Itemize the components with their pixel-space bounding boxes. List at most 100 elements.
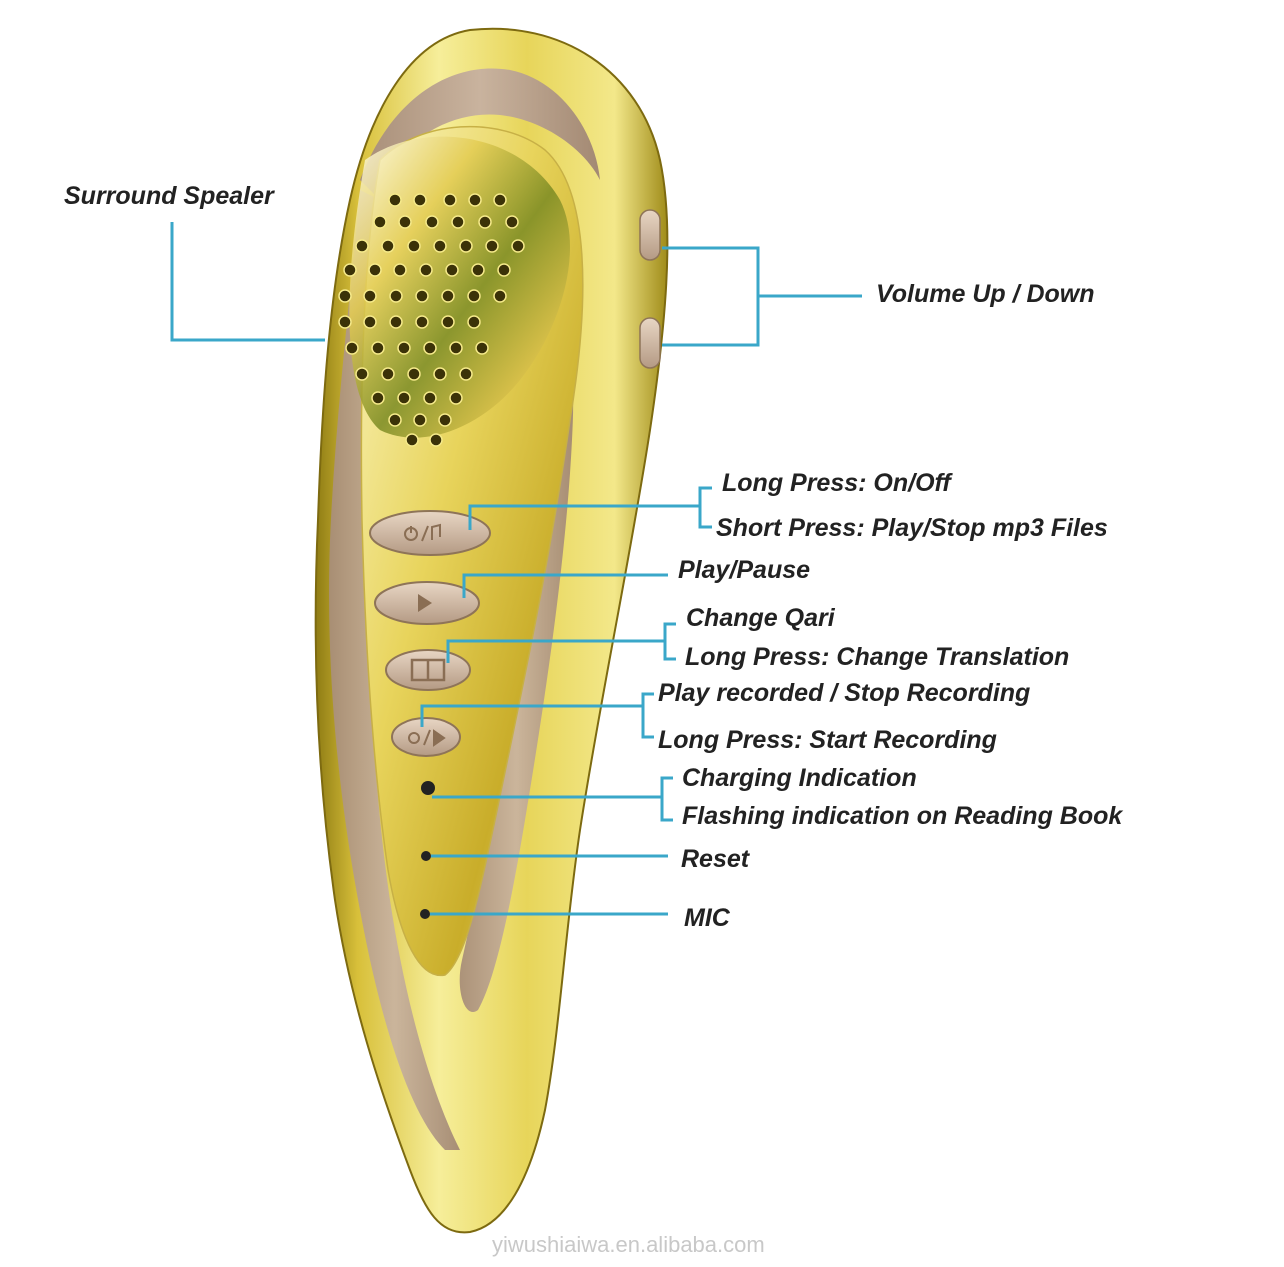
speaker-holes bbox=[338, 193, 525, 447]
play-button[interactable] bbox=[374, 581, 480, 625]
record-play-icon bbox=[408, 729, 446, 747]
watermark: yiwushiaiwa.en.alibaba.com bbox=[492, 1232, 765, 1257]
leader-lines bbox=[170, 222, 862, 916]
speaker-hole bbox=[449, 341, 463, 355]
speaker-hole bbox=[389, 289, 403, 303]
speaker-hole bbox=[443, 193, 457, 207]
power-music-icon bbox=[404, 523, 441, 542]
speaker-hole bbox=[441, 315, 455, 329]
speaker-hole bbox=[371, 391, 385, 405]
leader-power-bracket bbox=[698, 486, 712, 529]
speaker-hole bbox=[459, 239, 473, 253]
speaker-hole bbox=[371, 341, 385, 355]
speaker-hole bbox=[419, 263, 433, 277]
speaker-hole bbox=[493, 289, 507, 303]
label-charging: Charging Indication bbox=[682, 764, 917, 792]
speaker-hole bbox=[438, 413, 452, 427]
speaker-hole bbox=[415, 315, 429, 329]
speaker-hole bbox=[338, 289, 352, 303]
speaker-grille bbox=[349, 136, 571, 438]
speaker-hole bbox=[363, 315, 377, 329]
label-mic: MIC bbox=[684, 904, 730, 932]
label-play-recorded: Play recorded / Stop Recording bbox=[658, 679, 1031, 707]
speaker-hole bbox=[393, 263, 407, 277]
speaker-hole bbox=[338, 315, 352, 329]
speaker-hole bbox=[407, 367, 421, 381]
book-button[interactable] bbox=[385, 649, 471, 691]
volume-down-button[interactable] bbox=[639, 317, 661, 369]
speaker-hole bbox=[343, 263, 357, 277]
speaker-hole bbox=[397, 391, 411, 405]
speaker-hole bbox=[388, 413, 402, 427]
leader-power bbox=[468, 504, 700, 530]
leader-recording-bracket bbox=[641, 692, 654, 739]
speaker-hole bbox=[345, 341, 359, 355]
leader-play-pause bbox=[462, 573, 668, 598]
speaker-hole bbox=[423, 341, 437, 355]
speaker-hole bbox=[429, 433, 443, 447]
speaker-hole bbox=[493, 193, 507, 207]
label-change-qari: Change Qari bbox=[686, 604, 835, 632]
label-flashing: Flashing indication on Reading Book bbox=[682, 802, 1123, 830]
speaker-hole bbox=[397, 341, 411, 355]
speaker-hole bbox=[381, 239, 395, 253]
speaker-hole bbox=[505, 215, 519, 229]
speaker-hole bbox=[363, 289, 377, 303]
speaker-hole bbox=[478, 215, 492, 229]
speaker-hole bbox=[381, 367, 395, 381]
speaker-hole bbox=[368, 263, 382, 277]
leader-recording bbox=[420, 704, 643, 727]
record-play-button[interactable] bbox=[391, 717, 461, 757]
label-play-pause: Play/Pause bbox=[678, 556, 811, 584]
speaker-hole bbox=[413, 193, 427, 207]
speaker-hole bbox=[433, 367, 447, 381]
speaker-hole bbox=[373, 215, 387, 229]
speaker-hole bbox=[511, 239, 525, 253]
speaker-hole bbox=[467, 315, 481, 329]
speaker-hole bbox=[407, 239, 421, 253]
label-change-translation: Long Press: Change Translation bbox=[685, 643, 1070, 671]
label-power-short: Short Press: Play/Stop mp3 Files bbox=[716, 514, 1108, 542]
speaker-hole bbox=[389, 315, 403, 329]
label-power-long: Long Press: On/Off bbox=[722, 469, 951, 497]
speaker-hole bbox=[388, 193, 402, 207]
speaker-hole bbox=[467, 289, 481, 303]
leader-qari bbox=[446, 639, 665, 663]
leader-charging-bracket bbox=[660, 776, 673, 822]
speaker-hole bbox=[425, 215, 439, 229]
leader-volume-bracket bbox=[662, 246, 760, 347]
leader-surround-speaker bbox=[170, 222, 325, 342]
speaker-hole bbox=[485, 239, 499, 253]
speaker-hole bbox=[355, 239, 369, 253]
reset-pinhole[interactable] bbox=[421, 851, 431, 861]
mic-hole bbox=[420, 909, 430, 919]
speaker-hole bbox=[413, 413, 427, 427]
volume-up-button[interactable] bbox=[639, 209, 661, 261]
speaker-hole bbox=[441, 289, 455, 303]
speaker-hole bbox=[445, 263, 459, 277]
play-icon bbox=[418, 594, 432, 612]
speaker-hole bbox=[471, 263, 485, 277]
power-music-button[interactable] bbox=[369, 510, 491, 556]
speaker-hole bbox=[423, 391, 437, 405]
speaker-hole bbox=[468, 193, 482, 207]
speaker-hole bbox=[449, 391, 463, 405]
speaker-hole bbox=[398, 215, 412, 229]
speaker-hole bbox=[475, 341, 489, 355]
book-icon bbox=[410, 658, 446, 682]
label-volume: Volume Up / Down bbox=[876, 280, 1095, 308]
speaker-hole bbox=[497, 263, 511, 277]
speaker-hole bbox=[405, 433, 419, 447]
speaker-hole bbox=[451, 215, 465, 229]
label-reset: Reset bbox=[681, 845, 750, 873]
speaker-hole bbox=[355, 367, 369, 381]
top-arch-panel bbox=[360, 68, 600, 195]
label-start-recording: Long Press: Start Recording bbox=[658, 726, 997, 754]
label-surround-speaker: Surround Spealer bbox=[64, 182, 274, 210]
charging-indicator-led bbox=[421, 781, 435, 795]
speaker-hole bbox=[433, 239, 447, 253]
speaker-hole bbox=[415, 289, 429, 303]
speaker-hole bbox=[459, 367, 473, 381]
